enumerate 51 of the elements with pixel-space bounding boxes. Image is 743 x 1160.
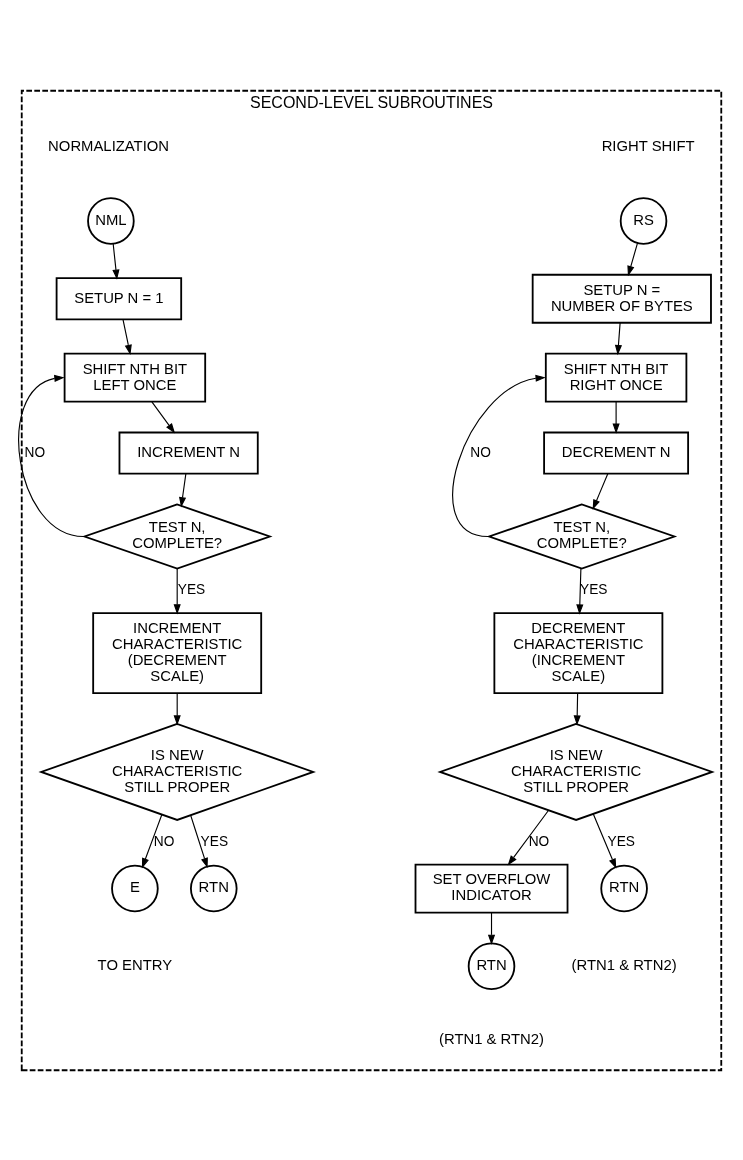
node-circle: RTN	[190, 864, 238, 912]
node-label: (RTN1 & RTN2)	[571, 956, 677, 973]
arrow	[452, 374, 546, 537]
arrow	[173, 567, 181, 614]
node-label: RIGHT SHIFT	[601, 137, 695, 154]
edge-label: YES	[200, 833, 229, 849]
edge-label: YES	[607, 833, 635, 849]
node-box: SHIFT NTH BIT LEFT ONCE	[63, 352, 207, 403]
arrow	[179, 472, 187, 507]
arrow	[122, 318, 132, 355]
edge-label: NO	[528, 833, 550, 849]
node-label: (RTN1 & RTN2)	[439, 1030, 545, 1047]
node-circle: RTN	[600, 864, 648, 912]
arrow	[190, 814, 208, 868]
node-diamond: TEST N, COMPLETE?	[81, 503, 273, 569]
node-label: NORMALIZATION	[48, 137, 170, 154]
arrow	[151, 400, 176, 433]
edge-label: YES	[580, 581, 608, 597]
arrow	[141, 813, 163, 868]
node-circle: RTN	[467, 942, 516, 990]
node-box: INCREMENT N	[118, 431, 259, 475]
node-box: INCREMENT CHARACTERISTIC (DECREMENT SCALE)	[92, 611, 263, 694]
edge-label: NO	[153, 833, 175, 849]
arrow	[592, 812, 617, 869]
node-box: SHIFT NTH BIT RIGHT ONCE	[544, 352, 688, 403]
node-box: SETUP N = NUMBER OF BYTES	[531, 273, 712, 324]
arrow	[487, 911, 496, 945]
edge-label: YES	[177, 581, 206, 597]
edge-label: NO	[24, 444, 46, 460]
node-diamond: TEST N, COMPLETE?	[486, 503, 678, 569]
node-box: SET OVERFLOW INDICATOR	[414, 863, 569, 913]
arrow	[614, 321, 623, 355]
arrow	[573, 692, 581, 726]
node-diamond: IS NEW CHARACTERISTIC STILL PROPER	[437, 722, 715, 821]
node-label: TO ENTRY	[97, 956, 173, 973]
arrow	[112, 242, 120, 280]
node-circle: NML	[87, 196, 135, 245]
arrow	[627, 242, 639, 276]
arrow	[18, 374, 85, 537]
arrow	[576, 567, 584, 615]
node-box: SETUP N = 1	[55, 276, 183, 320]
edge-label: NO	[470, 444, 491, 460]
node-box: DECREMENT CHARACTERISTIC (INCREMENT SCALE)	[493, 611, 664, 694]
arrow	[507, 809, 549, 866]
node-box: DECREMENT N	[543, 431, 690, 475]
node-circle: RS	[619, 196, 668, 245]
node-circle: E	[111, 864, 159, 912]
arrow	[612, 400, 620, 434]
arrow	[592, 472, 609, 510]
arrow	[173, 692, 181, 726]
node-diamond: IS NEW CHARACTERISTIC STILL PROPER	[38, 722, 316, 821]
